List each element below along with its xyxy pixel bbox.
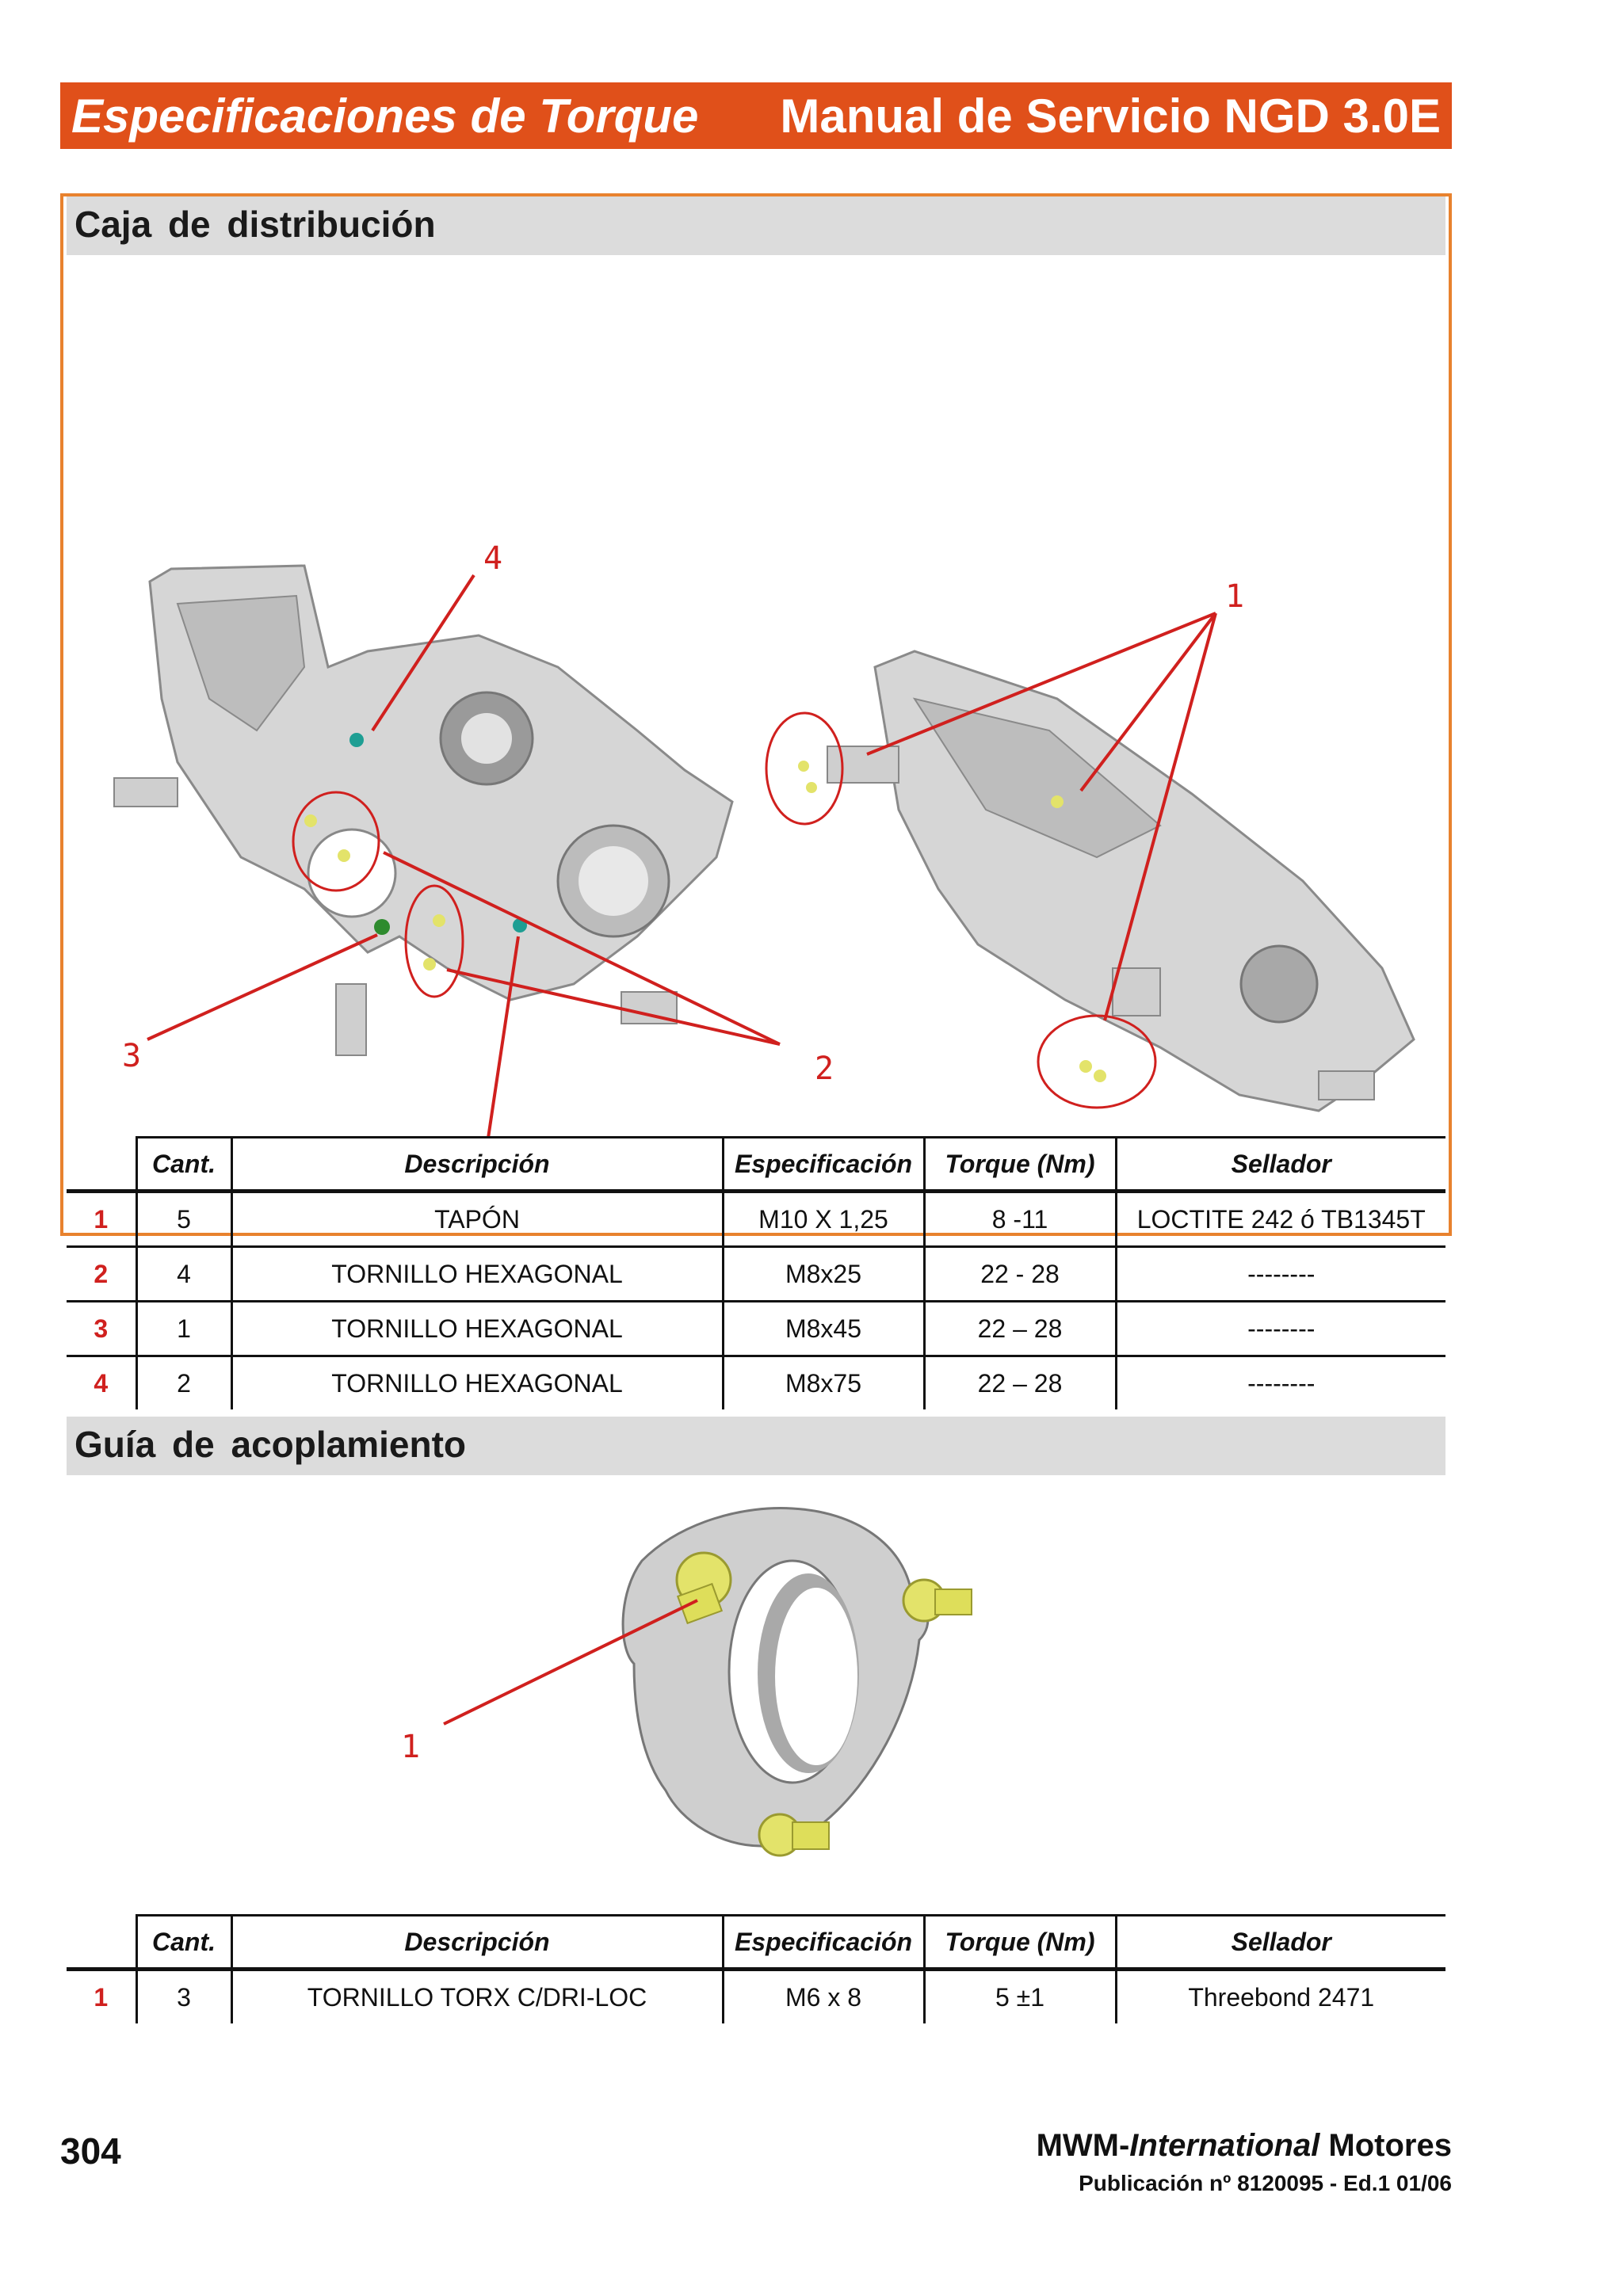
coupling-guide-illustration: 1 (63, 1474, 1449, 1911)
row-item-number: 2 (67, 1246, 136, 1302)
row-sealant: -------- (1114, 1356, 1445, 1409)
row-item-number: 1 (94, 1982, 109, 2012)
header-cell-sealant: Sellador (1114, 1914, 1445, 1971)
publication-info: Publicación nº 8120095 - Ed.1 01/06 (1079, 2171, 1452, 2195)
row-qty: 5 (135, 1191, 231, 1248)
table-header-row: Cant. Descripción Especificación Torque … (67, 1136, 1445, 1193)
table-row: 3 1 TORNILLO HEXAGONAL M8x45 22 – 28 ---… (67, 1301, 1445, 1357)
row-sealant: -------- (1114, 1301, 1445, 1357)
header-cell-torque: Torque (Nm) (922, 1136, 1116, 1193)
header-banner: Especificaciones de Torque Manual de Ser… (60, 82, 1452, 149)
row-specification: M6 x 8 (721, 1969, 924, 2023)
leader-lines (147, 574, 1217, 1136)
table-row: 2 4 TORNILLO HEXAGONAL M8x25 22 - 28 ---… (67, 1246, 1445, 1302)
coupling-guide-table: Cant. Descripción Especificación Torque … (67, 1914, 1445, 2023)
table-header-row: Cant. Descripción Especificación Torque … (67, 1914, 1445, 1971)
callout-4-top: 4 (483, 540, 502, 577)
timing-case-table: Cant. Descripción Especificación Torque … (67, 1136, 1445, 1409)
row-specification: M8x45 (721, 1301, 924, 1357)
header-cell-qty: Cant. (135, 1136, 231, 1193)
row-torque: 8 -11 (922, 1191, 1116, 1248)
callout-1: 1 (401, 1729, 420, 1765)
row-specification: M8x75 (721, 1356, 924, 1409)
content-frame: Caja de distribución (60, 193, 1452, 1475)
leader-line (443, 1599, 698, 1726)
row-item-number: 4 (94, 1368, 109, 1398)
row-description: TORNILLO TORX C/DRI-LOC (230, 1969, 723, 2023)
timing-case-front-view (113, 564, 734, 1056)
section-heading-coupling-guide: Guía de acoplamiento (67, 1417, 1445, 1475)
row-qty: 1 (135, 1301, 231, 1357)
table-row: 4 2 TORNILLO HEXAGONAL M8x75 22 – 28 ---… (67, 1356, 1445, 1409)
row-sealant: LOCTITE 242 ó TB1345T (1114, 1191, 1445, 1248)
torx-screws (675, 1551, 972, 1857)
header-cell-qty: Cant. (135, 1914, 231, 1971)
table-row: 1 3 TORNILLO TORX C/DRI-LOC M6 x 8 5 ±1 … (67, 1969, 1445, 2023)
row-torque: 5 ±1 (922, 1969, 1116, 2023)
section-heading-timing-case: Caja de distribución (67, 196, 1445, 255)
row-sealant: Threebond 2471 (1114, 1969, 1445, 2023)
row-specification: M8x25 (721, 1246, 924, 1302)
callout-2: 2 (815, 1051, 834, 1087)
row-item-number: 3 (67, 1301, 136, 1357)
page-number: 304 (60, 2130, 121, 2172)
row-torque: 22 – 28 (922, 1301, 1116, 1357)
header-cell-description: Descripción (230, 1136, 723, 1193)
section-title: Caja de distribución (74, 204, 436, 245)
row-item-number: 1 (67, 1191, 136, 1248)
row-description: TAPÓN (230, 1191, 723, 1248)
row-qty: 3 (135, 1969, 231, 2023)
brand-prefix: MWM- (1036, 2128, 1130, 2163)
coupling-guide-drawing: 1 (401, 1507, 972, 1857)
coupling-guide-ring (621, 1507, 930, 1851)
table-row: 1 5 TAPÓN M10 X 1,25 8 -11 LOCTITE 242 ó… (67, 1191, 1445, 1248)
timing-case-drawing: 4 1 3 2 4 (113, 540, 1415, 1136)
header-cell-sealant: Sellador (1114, 1136, 1445, 1193)
row-specification: M10 X 1,25 (721, 1191, 924, 1248)
header-left-title: Especificaciones de Torque (71, 90, 699, 143)
section-title: Guía de acoplamiento (74, 1424, 466, 1465)
row-torque: 22 – 28 (922, 1356, 1116, 1409)
row-description: TORNILLO HEXAGONAL (230, 1356, 723, 1409)
row-qty: 4 (135, 1246, 231, 1302)
row-description: TORNILLO HEXAGONAL (230, 1246, 723, 1302)
header-cell-blank (67, 1137, 136, 1193)
row-description: TORNILLO HEXAGONAL (230, 1301, 723, 1357)
brand-line: MWM-International Motores (1037, 2128, 1452, 2164)
header-cell-blank (67, 1915, 136, 1971)
callout-1: 1 (1225, 578, 1244, 615)
header-cell-description: Descripción (230, 1914, 723, 1971)
brand-italic: International (1129, 2128, 1320, 2163)
callout-3: 3 (122, 1038, 141, 1074)
timing-case-illustration: 4 1 3 2 4 (67, 255, 1445, 1136)
timing-case-side-view (765, 650, 1415, 1112)
row-sealant: -------- (1114, 1246, 1445, 1302)
header-cell-specification: Especificación (721, 1136, 924, 1193)
row-qty: 2 (135, 1356, 231, 1409)
header-cell-specification: Especificación (721, 1914, 924, 1971)
header-cell-torque: Torque (Nm) (922, 1914, 1116, 1971)
brand-suffix: Motores (1319, 2128, 1452, 2163)
header-right-title: Manual de Servicio NGD 3.0E (780, 90, 1441, 143)
row-torque: 22 - 28 (922, 1246, 1116, 1302)
